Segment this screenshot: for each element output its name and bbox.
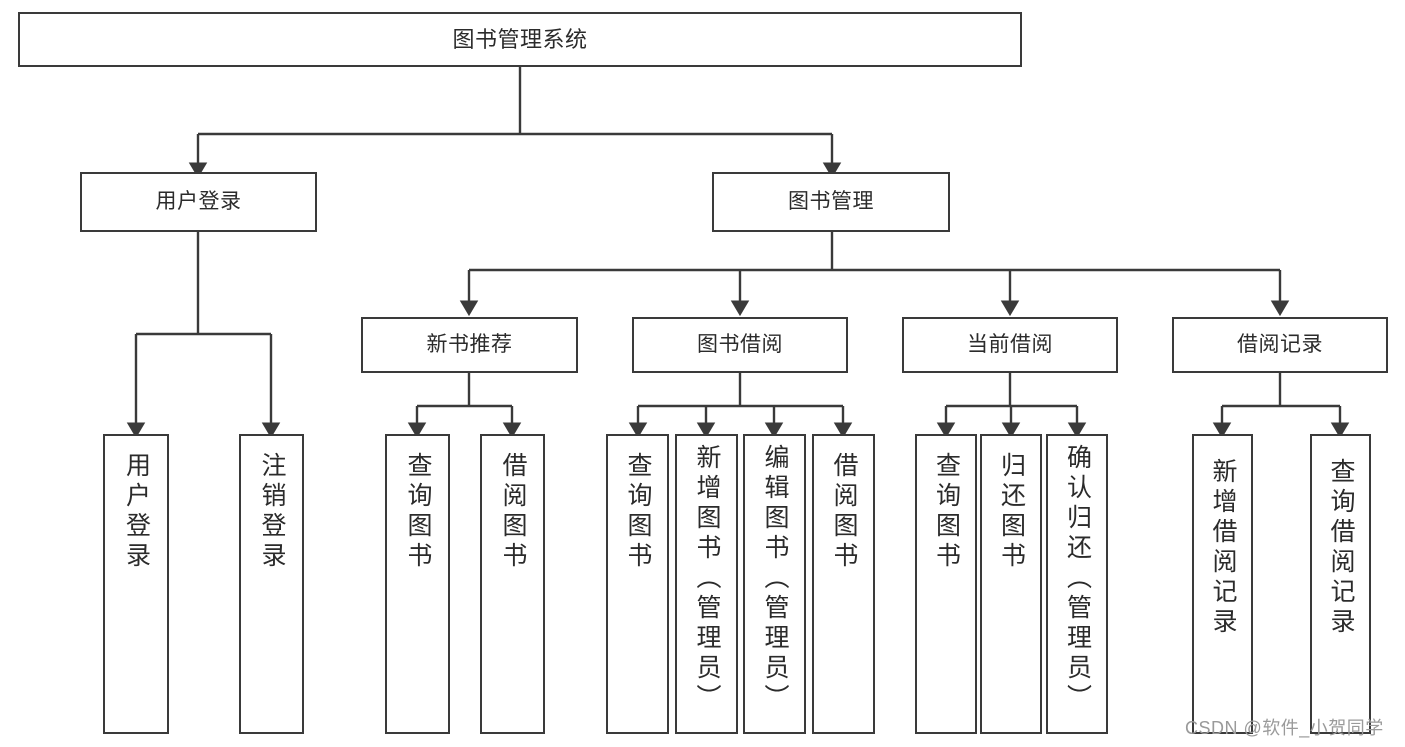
node-root[interactable]: 图书管理系统: [18, 12, 1022, 67]
leaf-book-borrow-2-label: 编辑图书（管理员）: [761, 444, 789, 714]
leaf-borrow-record-1[interactable]: 查询借阅记录: [1310, 434, 1371, 734]
leaf-user-login-1[interactable]: 注销登录: [239, 434, 304, 734]
leaf-current-borrow-2-label: 确认归还（管理员）: [1063, 444, 1092, 714]
leaf-book-borrow-1-label: 新增图书（管理员）: [693, 444, 721, 714]
node-book-manage[interactable]: 图书管理: [712, 172, 950, 232]
leaf-borrow-record-1-label: 查询借阅记录: [1327, 458, 1355, 638]
leaf-new-book-0-label: 查询图书: [404, 452, 432, 572]
leaf-book-borrow-2[interactable]: 编辑图书（管理员）: [743, 434, 806, 734]
leaf-current-borrow-1[interactable]: 归还图书: [980, 434, 1042, 734]
leaf-current-borrow-0-label: 查询图书: [932, 452, 961, 572]
leaf-new-book-1-label: 借阅图书: [499, 452, 527, 572]
leaf-book-borrow-0-label: 查询图书: [624, 452, 652, 572]
node-borrow-record-label: 借阅记录: [1237, 332, 1323, 356]
node-current-borrow[interactable]: 当前借阅: [902, 317, 1118, 373]
node-book-manage-label: 图书管理: [788, 189, 874, 213]
node-user-login[interactable]: 用户登录: [80, 172, 317, 232]
leaf-user-login-0-label: 用户登录: [122, 452, 151, 572]
leaf-book-borrow-3[interactable]: 借阅图书: [812, 434, 875, 734]
node-new-book-recommend[interactable]: 新书推荐: [361, 317, 578, 373]
leaf-new-book-0[interactable]: 查询图书: [385, 434, 450, 734]
csdn-watermark: CSDN @软件_小贺同学: [1185, 718, 1384, 738]
node-new-book-recommend-label: 新书推荐: [426, 332, 513, 356]
leaf-current-borrow-1-label: 归还图书: [997, 452, 1026, 572]
node-root-label: 图书管理系统: [452, 26, 588, 52]
node-user-login-label: 用户登录: [155, 189, 242, 213]
node-book-borrow-label: 图书借阅: [697, 332, 783, 356]
leaf-book-borrow-0[interactable]: 查询图书: [606, 434, 669, 734]
leaf-borrow-record-0-label: 新增借阅记录: [1209, 458, 1237, 638]
leaf-borrow-record-0[interactable]: 新增借阅记录: [1192, 434, 1253, 734]
node-current-borrow-label: 当前借阅: [967, 332, 1053, 356]
leaf-book-borrow-1[interactable]: 新增图书（管理员）: [675, 434, 738, 734]
leaf-new-book-1[interactable]: 借阅图书: [480, 434, 545, 734]
node-borrow-record[interactable]: 借阅记录: [1172, 317, 1388, 373]
leaf-current-borrow-2[interactable]: 确认归还（管理员）: [1046, 434, 1108, 734]
leaf-book-borrow-3-label: 借阅图书: [830, 452, 858, 572]
node-book-borrow[interactable]: 图书借阅: [632, 317, 848, 373]
leaf-current-borrow-0[interactable]: 查询图书: [915, 434, 977, 734]
leaf-user-login-0[interactable]: 用户登录: [103, 434, 169, 734]
leaf-user-login-1-label: 注销登录: [258, 452, 286, 572]
